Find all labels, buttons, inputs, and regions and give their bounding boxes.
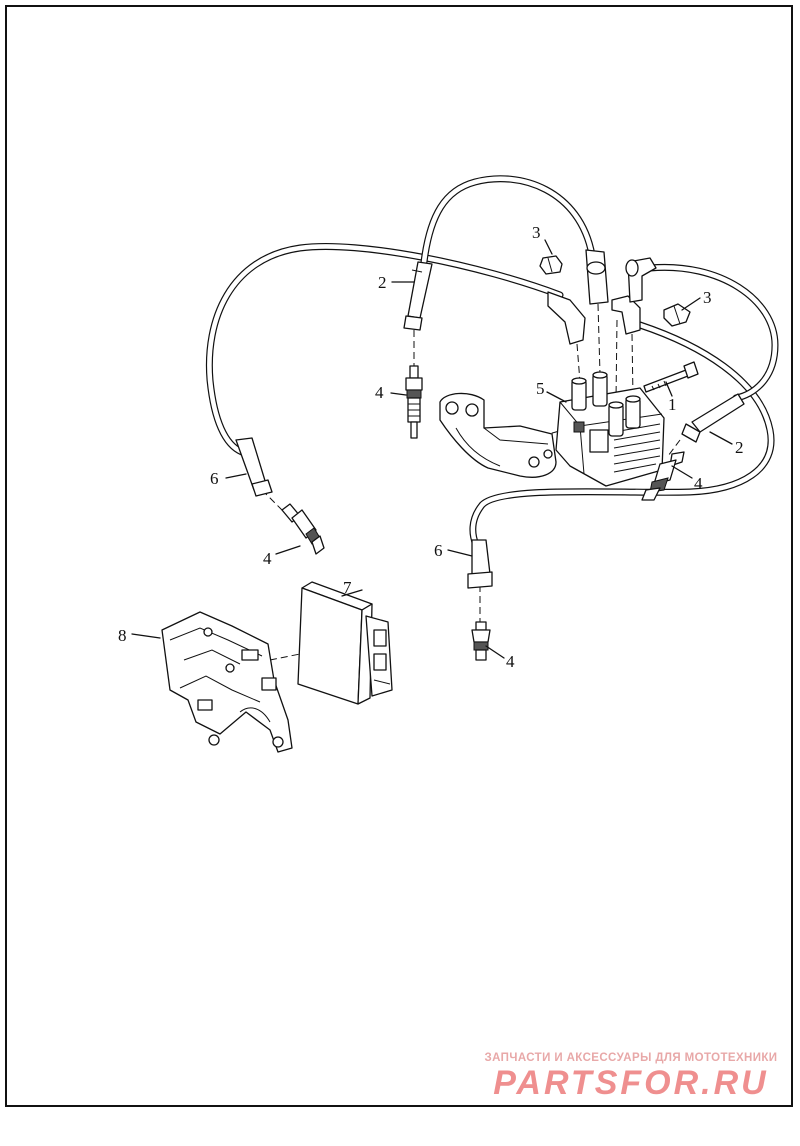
- callout-3-right: 3: [703, 288, 712, 307]
- callout-4-left: 4: [263, 549, 272, 568]
- watermark-logo: PARTSFOR.RU: [493, 1064, 769, 1102]
- callouts: 3 2 3 4 5 1 2 4 6 4 6 7 4 8: [118, 223, 744, 671]
- spark-plug-right: [641, 451, 685, 501]
- spark-plug-wires: [205, 175, 779, 549]
- callout-3-upper: 3: [532, 223, 541, 242]
- callout-1: 1: [668, 395, 677, 414]
- ignition-coil: [555, 371, 665, 487]
- spark-plug-left: [281, 503, 325, 555]
- watermark: ЗАПЧАСТИ И АКСЕССУАРЫ ДЛЯ МОТОТЕХНИКИ PA…: [470, 1052, 792, 1102]
- terminal-boot-lower: [467, 539, 493, 589]
- leader-lines: [131, 239, 733, 659]
- callout-4-right: 4: [694, 474, 703, 493]
- spark-plug-boot-right: [681, 393, 745, 443]
- callout-4-upper-left: 4: [375, 383, 384, 402]
- terminal-boot-left: [235, 437, 273, 497]
- callout-5: 5: [536, 379, 545, 398]
- watermark-tagline: ЗАПЧАСТИ И АКСЕССУАРЫ ДЛЯ МОТОТЕХНИКИ: [484, 1052, 778, 1064]
- coil-bolt: [643, 361, 699, 393]
- spark-plug-upper-left: [405, 365, 423, 439]
- coil-boots: [547, 249, 657, 345]
- callout-6-lower: 6: [434, 541, 443, 560]
- callout-4-lower: 4: [506, 652, 515, 671]
- callout-6-left: 6: [210, 469, 219, 488]
- callout-2-left: 2: [378, 273, 387, 292]
- page-frame: [5, 5, 793, 1107]
- callout-8: 8: [118, 626, 127, 645]
- ecm-module: [297, 581, 393, 705]
- coil-mounting-bracket: [439, 392, 557, 478]
- ecm-mounting-bracket: [161, 611, 293, 753]
- callout-7: 7: [343, 578, 352, 597]
- wire-clip-upper: [539, 255, 563, 275]
- callout-2-right: 2: [735, 438, 744, 457]
- spark-plug-boot-left: [403, 261, 433, 331]
- spark-plug-lower: [471, 621, 491, 661]
